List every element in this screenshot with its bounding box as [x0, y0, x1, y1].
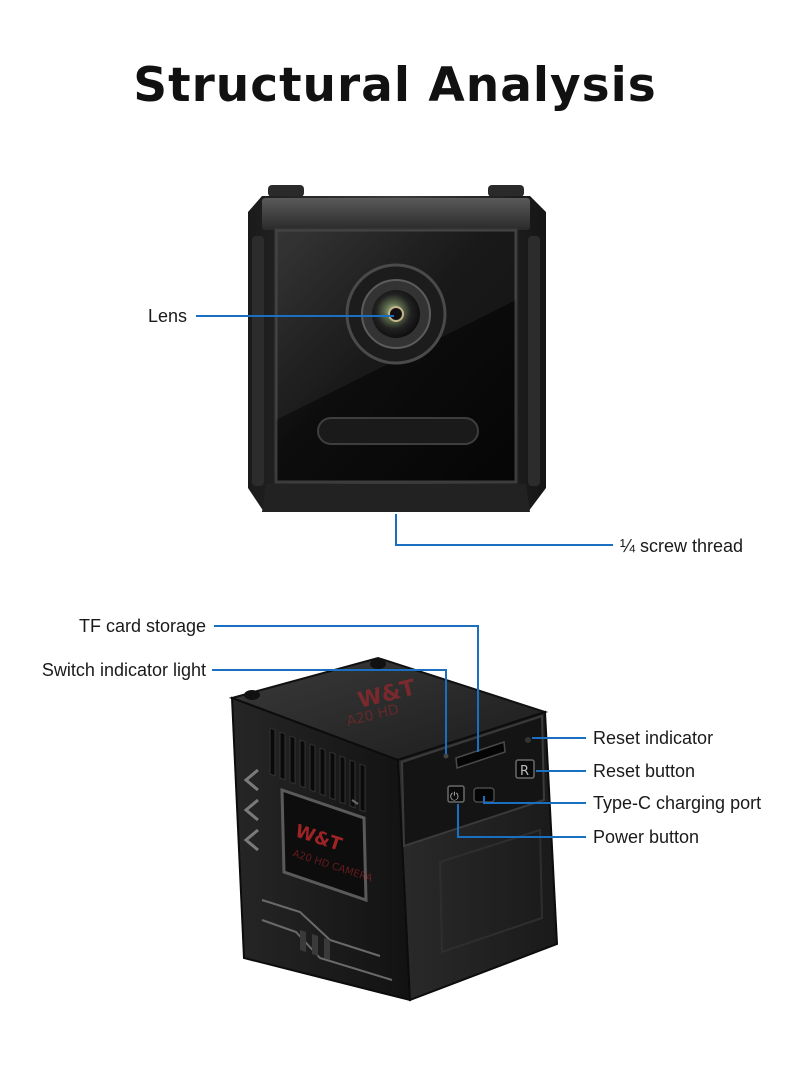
- reset-key-glyph: R: [520, 764, 529, 779]
- lens-label: Lens: [147, 306, 187, 326]
- leader-tf-card: [214, 625, 479, 752]
- switch-light-label: Switch indicator light: [41, 660, 206, 680]
- camera-front-view: [248, 185, 546, 512]
- leader-lines: [196, 315, 613, 838]
- power-key: [447, 785, 465, 803]
- tf-card-label: TF card storage: [78, 616, 206, 636]
- typec-port-label: Type-C charging port: [593, 793, 762, 813]
- reset-key: [515, 759, 535, 779]
- power-glyph: ⏻: [450, 790, 459, 803]
- leader-switch-light: [212, 669, 447, 754]
- leader-power: [457, 804, 586, 838]
- screw-thread-label: ¼ screw thread: [620, 536, 744, 556]
- page-title: Structural Analysis: [133, 58, 657, 113]
- reset-button-label: Reset button: [593, 761, 696, 781]
- power-button-label: Power button: [593, 827, 700, 847]
- leader-screw-thread: [395, 514, 613, 546]
- reset-indicator-label: Reset indicator: [593, 728, 714, 748]
- leader-typec: [483, 796, 586, 804]
- camera-back-view: W&T A20 HD W&T A20 HD CAMERA: [228, 656, 559, 1002]
